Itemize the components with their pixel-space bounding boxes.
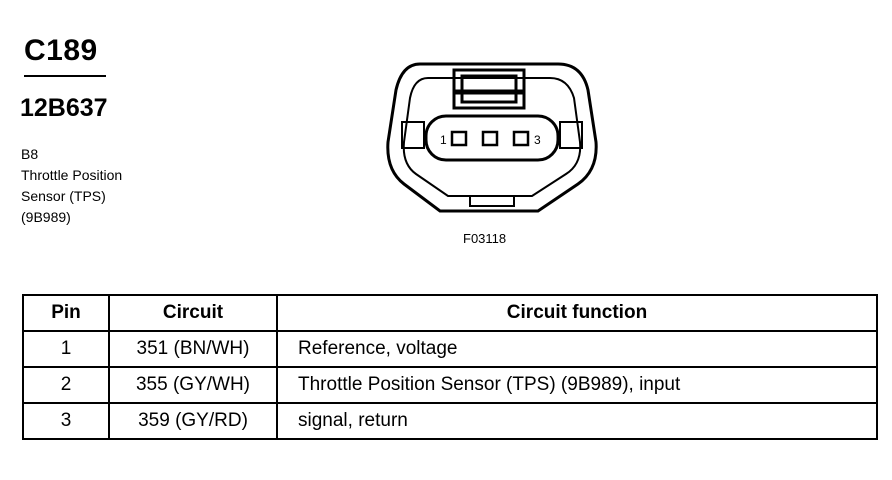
pin-cell: 2 bbox=[22, 366, 110, 404]
connector-outer-shell bbox=[386, 62, 598, 213]
terminal-2 bbox=[481, 130, 499, 147]
table-header-row: Pin Circuit Circuit function bbox=[22, 294, 878, 332]
function-cell: Throttle Position Sensor (TPS) (9B989), … bbox=[276, 366, 878, 404]
pin-label-1: 1 bbox=[440, 133, 447, 147]
latch-tab-inner bbox=[460, 74, 518, 104]
terminal-1 bbox=[450, 130, 468, 147]
pin-cell: 3 bbox=[22, 402, 110, 440]
connector-diagram: 1 3 bbox=[386, 62, 598, 213]
part-number: 12B637 bbox=[20, 94, 108, 122]
table-row: 2 355 (GY/WH) Throttle Position Sensor (… bbox=[22, 366, 878, 404]
right-key bbox=[559, 121, 583, 149]
component-line-name-2: Sensor (TPS) bbox=[21, 188, 106, 204]
pin-label-3: 3 bbox=[534, 133, 541, 147]
component-line-code: B8 bbox=[21, 146, 39, 162]
latch-tab bbox=[452, 68, 526, 110]
pin-cell: 1 bbox=[22, 330, 110, 368]
table-row: 1 351 (BN/WH) Reference, voltage bbox=[22, 330, 878, 368]
circuit-cell: 355 (GY/WH) bbox=[108, 366, 278, 404]
function-cell: Reference, voltage bbox=[276, 330, 878, 368]
connector-id-underline bbox=[24, 75, 106, 77]
header-pin: Pin bbox=[22, 294, 110, 332]
circuit-cell: 359 (GY/RD) bbox=[108, 402, 278, 440]
function-cell: signal, return bbox=[276, 402, 878, 440]
header-circuit: Circuit bbox=[108, 294, 278, 332]
figure-code: F03118 bbox=[463, 231, 507, 246]
connector-id: C189 bbox=[24, 34, 98, 67]
terminal-3 bbox=[512, 130, 530, 147]
terminal-housing bbox=[424, 114, 560, 162]
left-key bbox=[401, 121, 425, 149]
table-row: 3 359 (GY/RD) signal, return bbox=[22, 402, 878, 440]
connector-inner-shell bbox=[402, 77, 582, 197]
circuit-cell: 351 (BN/WH) bbox=[108, 330, 278, 368]
component-line-part: (9B989) bbox=[21, 209, 71, 225]
pin-table: Pin Circuit Circuit function 1 351 (BN/W… bbox=[22, 294, 878, 440]
header-circuit-function: Circuit function bbox=[276, 294, 878, 332]
component-line-name: Throttle Position bbox=[21, 167, 123, 183]
bottom-key bbox=[469, 196, 515, 207]
